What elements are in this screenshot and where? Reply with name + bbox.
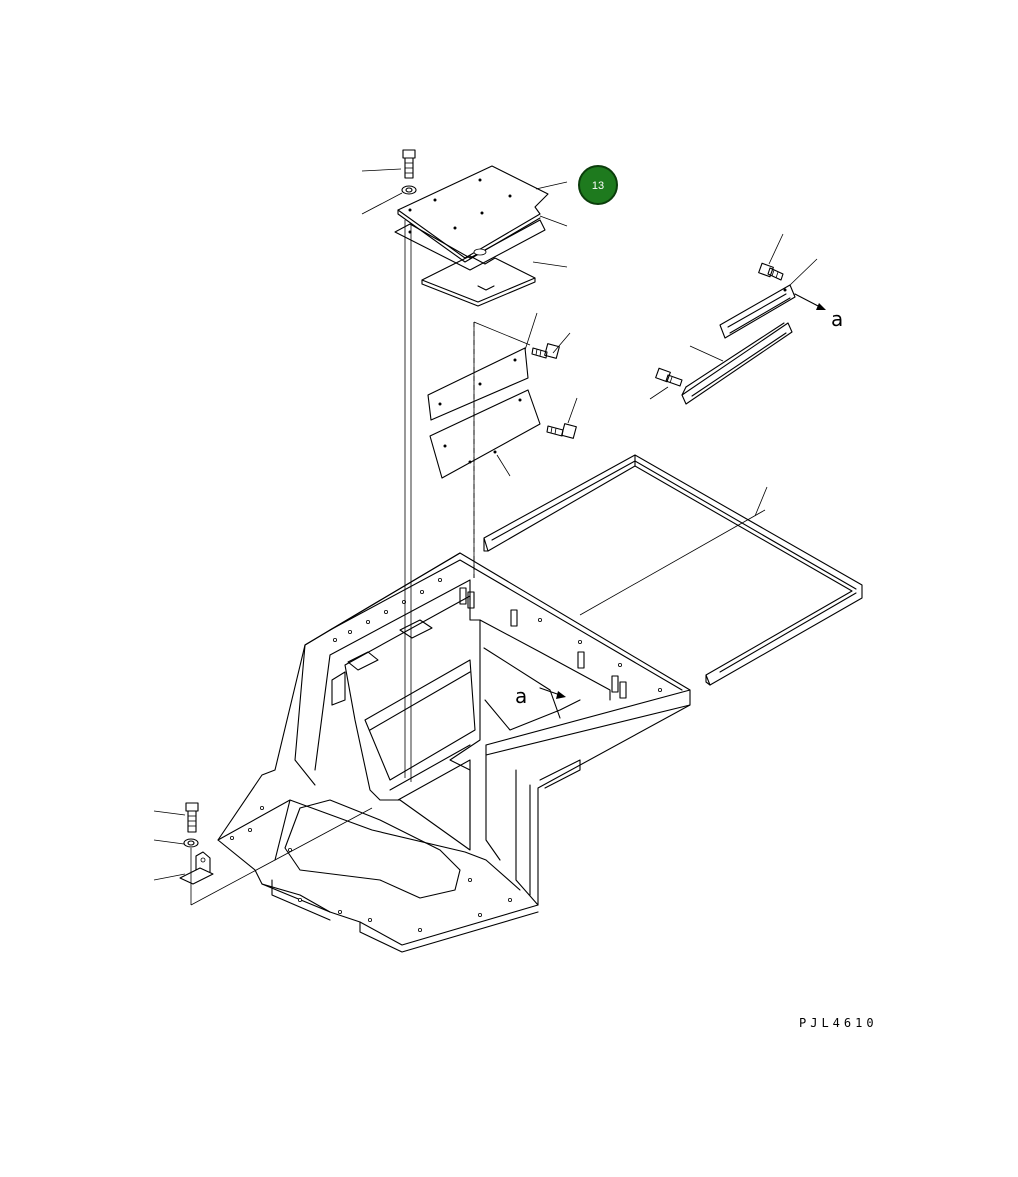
mounting-bracket [179, 851, 214, 885]
washer-top [401, 185, 417, 195]
bolt-side-upper [531, 343, 560, 359]
callout-13-number: 13 [592, 180, 604, 192]
gasket-plate [394, 219, 546, 271]
washer-bracket [183, 838, 199, 848]
bolt-right-lower [655, 367, 683, 387]
bolt-bracket [185, 802, 199, 833]
view-letter-frame: a [515, 684, 527, 708]
bolt-right-upper [758, 262, 784, 281]
view-arrow-top [794, 293, 826, 310]
side-panel-small [427, 347, 529, 421]
bolt-side-lower [546, 423, 577, 439]
callout-13[interactable]: 13 [578, 165, 618, 205]
lower-cover-plate [421, 255, 536, 307]
bolt-top [402, 149, 416, 179]
assembly-lines [190, 220, 766, 906]
handle-cover-lower [681, 322, 793, 405]
drawing-number: PJL4610 [799, 1016, 878, 1030]
view-arrow-frame [539, 687, 566, 699]
cover-plate-top [397, 165, 549, 263]
side-panel-large [429, 389, 541, 479]
view-letter-top: a [831, 307, 843, 331]
leader-lines [153, 168, 818, 881]
floor-frame-rail [483, 454, 863, 686]
handle-cover-upper [719, 284, 796, 339]
main-floor-frame [217, 552, 691, 953]
